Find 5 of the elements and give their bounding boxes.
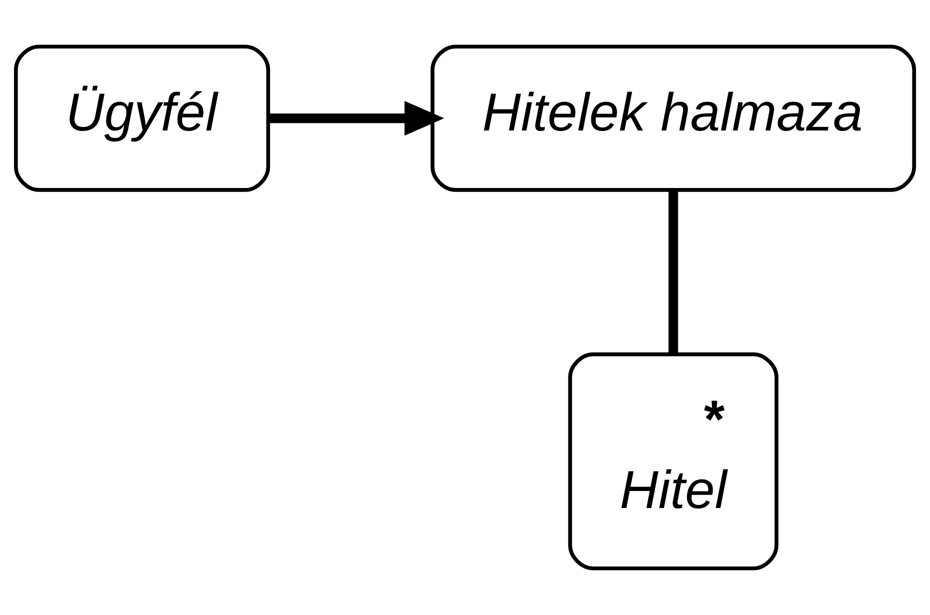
node-box: Hitelek halmaza: [430, 44, 916, 192]
node-box: Ügyfél: [14, 44, 270, 192]
node-box: * Hitel: [568, 352, 778, 570]
arrow: [268, 100, 444, 136]
connector: [668, 190, 678, 354]
